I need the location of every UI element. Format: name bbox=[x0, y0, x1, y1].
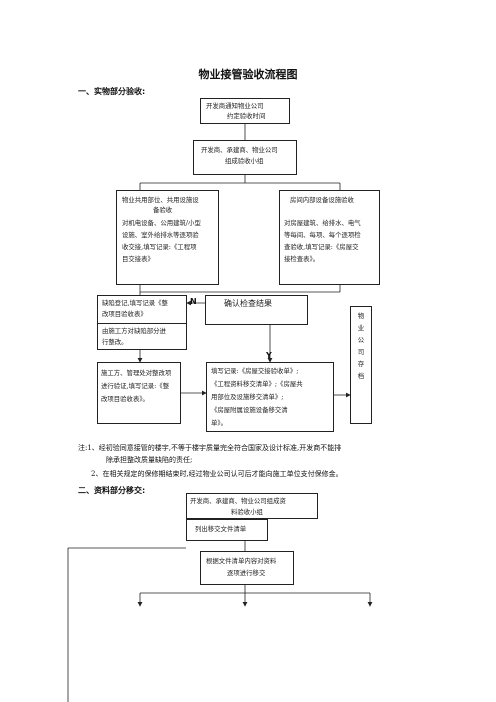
box-line: 设施、室外给排水等逐项验 bbox=[122, 231, 199, 239]
box-line: 接检查表》。 bbox=[284, 255, 320, 263]
section-heading-documents: 二、资料部分移交: bbox=[78, 486, 146, 495]
box-doc-handover: 根据文件清单内容对资料 逐项进行移交 bbox=[200, 551, 294, 585]
box-line: 存 bbox=[357, 360, 365, 368]
box-line: 目交接表》 bbox=[122, 255, 154, 263]
box-line: 组成验收小组 bbox=[225, 157, 264, 165]
box-line: 对房屋建筑、给排水、电气 bbox=[284, 219, 361, 227]
box-line: 缺陷登记,填写记录《整 bbox=[102, 299, 168, 307]
note-2: 2、在相关规定的保修期结束时,经过物业公司认可后才能向施工单位支付保修金。 bbox=[91, 470, 343, 478]
box-team: 开发商、承建商、物业公司 组成验收小组 bbox=[193, 140, 297, 175]
page-title: 物业接管验收流程图 bbox=[198, 68, 298, 81]
note-1-line-1: 注:1、经初验同意接管的楼宇,不等于楼宇质量完全符合国家及设计标准,开发商不能排 bbox=[78, 444, 342, 452]
box-notify: 开发商通知物业公司 约定验收时间 bbox=[200, 98, 290, 124]
box-line: 《房屋附属设施设备移交清 bbox=[211, 406, 288, 414]
divider bbox=[98, 323, 186, 324]
box-line: 进行验证,填写记录:《整 bbox=[101, 382, 170, 390]
box-line: 等每间、每项、每个逐项检 bbox=[284, 231, 361, 239]
box-line: 逐项进行移交 bbox=[227, 569, 266, 577]
box-line: 行整改。 bbox=[102, 338, 128, 346]
box-line: 物 bbox=[357, 312, 365, 320]
box-line: 备验收 bbox=[153, 206, 173, 214]
box-line: 收交接,填写记录:《工程项 bbox=[122, 243, 197, 251]
box-line: 列出移交文件清单 bbox=[195, 525, 247, 533]
box-line: 改项目验收表》。 bbox=[101, 395, 149, 403]
section-heading-physical: 一、实物部分验收: bbox=[78, 87, 146, 96]
box-line: 公 bbox=[357, 336, 365, 344]
box-defect: 缺陷登记,填写记录《整 改项目验收表》 由施工方对缺陷部分进 行整改。 bbox=[97, 295, 187, 350]
box-doc-list: 列出移交文件清单 bbox=[186, 519, 268, 541]
box-line: 业 bbox=[357, 324, 365, 332]
box-line: 根据文件清单内容对资料 bbox=[206, 557, 277, 565]
box-line: 确认检查结果 bbox=[224, 299, 272, 308]
box-line: 开发商通知物业公司 bbox=[206, 102, 264, 110]
box-line: 司 bbox=[357, 348, 365, 356]
note-1-line-2: 除承担整改质量缺陷的责任; bbox=[106, 456, 193, 464]
box-line: 物业共用部位、共用设施设 bbox=[122, 196, 199, 204]
box-records: 填写记录:《房屋交接验收单》; 《工程资料移交清单》;《房屋共 用部位及设施移交… bbox=[206, 362, 334, 432]
mark-no: N bbox=[190, 297, 197, 306]
box-line: 由施工方对缺陷部分进 bbox=[102, 327, 166, 335]
box-doc-team: 开发商、承建商、物业公司组成资 料验收小组 bbox=[186, 493, 318, 519]
box-line: 开发商、承建商、物业公司组成资 bbox=[190, 497, 286, 505]
box-line: 改项目验收表》 bbox=[102, 310, 147, 318]
box-line: 开发商、承建商、物业公司 bbox=[201, 146, 278, 154]
box-line: 施工方、管理处对整改项 bbox=[101, 369, 172, 377]
box-line: 约定验收时间 bbox=[227, 112, 266, 120]
box-verify: 施工方、管理处对整改项 进行验证,填写记录:《整 改项目验收表》。 bbox=[97, 362, 181, 424]
box-line: 料验收小组 bbox=[231, 508, 263, 516]
box-confirm: 确认检查结果 bbox=[205, 295, 308, 325]
box-room: 房间内部设备设施验收 对房屋建筑、给排水、电气 等每间、每项、每个逐项检 查验收… bbox=[279, 190, 380, 285]
box-line: 《工程资料移交清单》;《房屋共 bbox=[211, 380, 303, 388]
box-archive: 物 业 公 司 存 档 bbox=[350, 306, 372, 424]
mark-yes: Y bbox=[266, 351, 272, 360]
box-line: 用部位及设施移交清单》; bbox=[211, 393, 284, 401]
box-line: 填写记录:《房屋交接验收单》; bbox=[211, 367, 299, 375]
box-line: 房间内部设备设施验收 bbox=[290, 196, 354, 204]
box-line: 档 bbox=[357, 372, 365, 380]
box-common-area: 物业共用部位、共用设施设 备验收 对机电设备、公用建筑/小型 设施、室外给排水等… bbox=[116, 190, 219, 285]
box-line: 查验收,填写记录:《房屋交 bbox=[284, 243, 359, 251]
box-line: 单》。 bbox=[211, 419, 227, 427]
box-line: 对机电设备、公用建筑/小型 bbox=[122, 219, 201, 227]
